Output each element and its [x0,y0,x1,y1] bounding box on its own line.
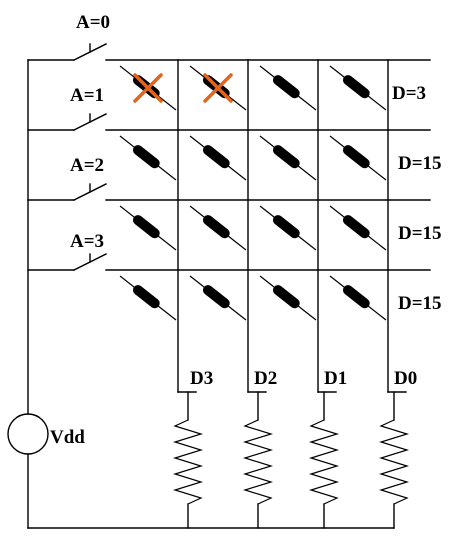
supply-label: Vdd [50,427,85,448]
word-lines [27,43,431,271]
diode-r1-d0 [329,135,387,181]
diode-r3-d2 [189,275,247,321]
diode-r2-d0 [329,205,387,251]
diode-r2-d1 [259,205,317,251]
word-line-3 [27,253,431,271]
data-output-label-2: D=15 [398,223,442,244]
vdd-source-symbol [7,413,49,455]
word-line-0 [27,43,431,61]
resistor-d3 [172,391,204,529]
word-line-1 [27,113,431,131]
removed-diode-cross-icon [203,73,233,103]
address-label-0: A=0 [76,12,110,33]
bit-line-labels: D3 D2 D1 D0 [190,368,417,389]
load-resistors [172,391,410,529]
data-output-label-3: D=15 [398,293,442,314]
bit-line-label-d0: D0 [394,368,417,389]
bit-line-label-d2: D2 [254,368,277,389]
diode-r1-d2 [189,135,247,181]
data-output-label-1: D=15 [398,153,442,174]
resistor-d0 [378,391,410,529]
address-label-3: A=3 [70,231,104,252]
diode-r2-d2 [189,205,247,251]
resistor-d1 [308,391,340,529]
word-line-2 [27,183,431,201]
diode-r0-d0 [329,65,387,111]
resistor-d2 [242,391,274,529]
diode-r1-d3 [119,135,177,181]
bit-line-label-d1: D1 [324,368,347,389]
diode-r3-d3 [119,275,177,321]
supply-rail [7,59,395,529]
diode-matrix [119,65,387,321]
bit-line-label-d3: D3 [190,368,213,389]
data-output-labels: D=3 D=15 D=15 D=15 [392,83,442,314]
address-label-1: A=1 [70,85,104,106]
bit-lines [177,59,407,393]
diode-r1-d1 [259,135,317,181]
diode-r2-d3 [119,205,177,251]
address-labels: A=0 A=1 A=2 A=3 [70,12,110,252]
removed-diode-cross-icon [133,73,163,103]
diode-r0-d1 [259,65,317,111]
address-label-2: A=2 [70,155,104,176]
diode-r3-d0 [329,275,387,321]
data-output-label-0: D=3 [392,83,426,104]
diode-r3-d1 [259,275,317,321]
